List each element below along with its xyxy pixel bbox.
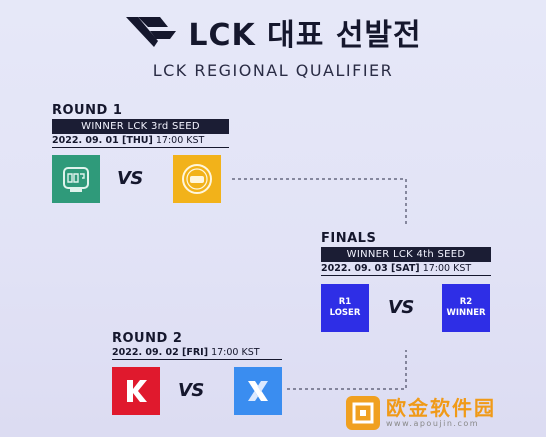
team-dwg-kia-logo[interactable]	[52, 155, 100, 203]
watermark-url: www.apoujin.com	[386, 419, 480, 428]
finals-seed-bar: WINNER LCK 4th SEED	[321, 247, 491, 262]
finals-date: 2022. 09. 03 [SAT] 17:00 KST	[321, 263, 491, 276]
title-row: LCK 대표 선발전	[0, 10, 546, 54]
page-subtitle: LCK REGIONAL QUALIFIER	[152, 61, 394, 80]
round2-vs: VS	[178, 380, 204, 401]
team-drx-logo[interactable]	[234, 367, 282, 415]
finals-label: FINALS	[321, 231, 377, 246]
round1-date-text: 2022. 09. 01 [THU]	[52, 135, 153, 146]
finals-slot-r1-loser[interactable]: R1 LOSER	[321, 284, 369, 332]
round1-time-text: 17:00 KST	[155, 135, 205, 146]
round2-time-text: 17:00 KST	[211, 347, 260, 358]
round2-date: 2022. 09. 02 [FRI] 17:00 KST	[112, 347, 282, 360]
team-kwangdong-freecs-logo[interactable]	[112, 367, 160, 415]
team-liiv-sandbox-logo[interactable]	[173, 155, 221, 203]
watermark: 欧金软件园 www.apoujin.com	[346, 388, 546, 437]
watermark-text: 欧金软件园	[386, 396, 496, 420]
dwg-kia-icon	[63, 167, 89, 192]
kwangdong-freecs-icon	[127, 380, 147, 402]
round2-label: ROUND 2	[112, 331, 183, 346]
watermark-text-wrap: 欧金软件园 www.apoujin.com	[386, 397, 496, 428]
finals-date-text: 2022. 09. 03 [SAT]	[321, 263, 420, 274]
slot-b-line1: R2	[459, 297, 473, 307]
finals-slot-r2-winner[interactable]: R2 WINNER	[442, 284, 490, 332]
round1-date: 2022. 09. 01 [THU] 17:00 KST	[52, 135, 229, 148]
slot-b-line2: WINNER	[446, 308, 486, 318]
round1-label: ROUND 1	[52, 103, 123, 118]
round1-vs: VS	[117, 168, 143, 189]
slot-a-line1: R1	[338, 297, 352, 307]
finals-vs: VS	[388, 297, 414, 318]
watermark-logo-icon	[346, 395, 380, 430]
round2-date-text: 2022. 09. 02 [FRI]	[112, 347, 209, 358]
liiv-sandbox-icon	[182, 164, 212, 194]
page-title: LCK 대표 선발전	[188, 18, 422, 53]
slot-a-line2: LOSER	[329, 308, 361, 318]
round1-seed-bar: WINNER LCK 3rd SEED	[52, 119, 229, 134]
lck-wing-logo-icon	[126, 17, 177, 47]
header: LCK 대표 선발전 LCK REGIONAL QUALIFIER	[0, 10, 546, 80]
drx-icon	[248, 381, 268, 401]
finals-time-text: 17:00 KST	[422, 263, 472, 274]
